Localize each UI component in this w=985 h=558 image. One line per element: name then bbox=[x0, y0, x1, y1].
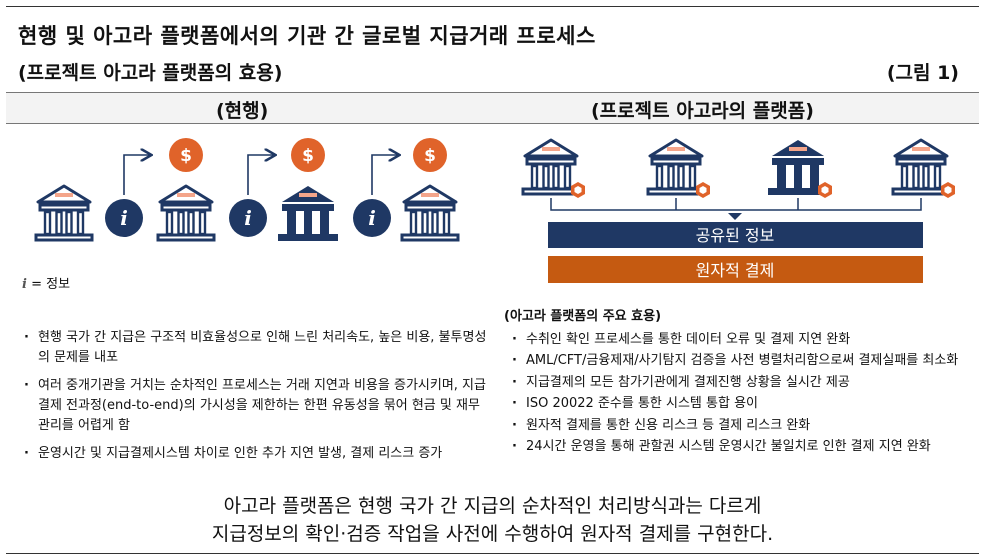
benefits-list: (아고라 플랫폼의 주요 효용) 수취인 확인 프로세스를 통한 데이터 오류 … bbox=[504, 306, 974, 458]
hexagon-token-icon bbox=[818, 182, 832, 198]
list-item: AML/CFT/금융제재/사기탐지 검증을 사전 병렬처리함으로써 결제실패를 … bbox=[504, 350, 974, 372]
section-header-band bbox=[6, 92, 979, 124]
current-issues-list: 현행 국가 간 지급은 구조적 비효율성으로 인해 느린 처리속도, 높은 비용… bbox=[22, 328, 492, 472]
bank-icon bbox=[400, 184, 460, 242]
summary-text: 아고라 플랫폼은 현행 국가 간 지급의 순차적인 처리방식과는 다르게 지급정… bbox=[0, 492, 985, 548]
page-subtitle: (프로젝트 아고라 플랫폼의 효용) bbox=[18, 62, 283, 84]
figure-label: (그림 1) bbox=[886, 62, 959, 84]
list-item: 수취인 확인 프로세스를 통한 데이터 오류 및 결제 지연 완화 bbox=[504, 329, 974, 351]
bank-icon bbox=[34, 184, 94, 242]
down-arrow-icon bbox=[728, 213, 742, 220]
bracket-connector bbox=[550, 198, 922, 211]
list-item: 24시간 운영을 통해 관할권 시스템 운영시간 불일치로 인한 결제 지연 완… bbox=[504, 436, 974, 458]
bank-icon bbox=[646, 138, 706, 196]
section-header-agora: (프로젝트 아고라의 플랫폼) bbox=[591, 100, 814, 122]
arrow-connector bbox=[247, 155, 274, 195]
list-item: 지급결제의 모든 참가기관에게 결제진행 상황을 실시간 제공 bbox=[504, 372, 974, 394]
shared-info-label: 공유된 정보 bbox=[696, 226, 775, 245]
bank-icon bbox=[156, 184, 216, 242]
legend: i = 정보 bbox=[22, 273, 70, 292]
page-title: 현행 및 아고라 플랫폼에서의 기관 간 글로벌 지급거래 프로세스 bbox=[18, 24, 596, 48]
list-item: 현행 국가 간 지급은 구조적 비효율성으로 인해 느린 처리속도, 높은 비용… bbox=[22, 328, 492, 368]
bank-icon bbox=[278, 186, 338, 241]
list-item: 운영시간 및 지급결제시스템 차이로 인한 추가 지연 발생, 결제 리스크 증… bbox=[22, 444, 492, 464]
legend-symbol: i bbox=[22, 277, 27, 292]
dollar-coin-icon bbox=[291, 138, 325, 172]
atomic-settlement-bar bbox=[548, 256, 923, 283]
figure-frame bbox=[6, 6, 979, 554]
info-circle-icon bbox=[229, 199, 267, 237]
summary-line-1: 아고라 플랫폼은 현행 국가 간 지급의 순차적인 처리방식과는 다르게 bbox=[223, 495, 762, 517]
arrow-connector bbox=[371, 155, 398, 195]
list-item: 여러 중개기관을 거치는 순차적인 프로세스는 거래 지연과 비용을 증가시키며… bbox=[22, 376, 492, 436]
section-header-current: (현행) bbox=[216, 100, 269, 122]
hexagon-token-icon bbox=[571, 182, 585, 198]
legend-text: = 정보 bbox=[31, 277, 71, 292]
benefits-heading: (아고라 플랫폼의 주요 효용) bbox=[504, 309, 662, 324]
hexagon-token-icon bbox=[941, 182, 955, 198]
summary-line-2: 지급정보의 확인·검증 작업을 사전에 수행하여 원자적 결제를 구현한다. bbox=[211, 523, 774, 545]
bank-icon bbox=[891, 138, 951, 196]
atomic-settlement-label: 원자적 결제 bbox=[696, 261, 775, 280]
hexagon-token-icon bbox=[696, 182, 710, 198]
info-circle-icon bbox=[353, 199, 391, 237]
shared-info-bar bbox=[548, 222, 923, 248]
list-item: ISO 20022 준수를 통한 시스템 통합 용이 bbox=[504, 393, 974, 415]
info-circle-icon bbox=[105, 199, 143, 237]
dollar-coin-icon bbox=[413, 138, 447, 172]
arrow-connector bbox=[123, 155, 150, 195]
list-item: 원자적 결제를 통한 신용 리스크 등 결제 리스크 완화 bbox=[504, 415, 974, 437]
bank-icon bbox=[521, 138, 581, 196]
dollar-coin-icon bbox=[169, 138, 203, 172]
